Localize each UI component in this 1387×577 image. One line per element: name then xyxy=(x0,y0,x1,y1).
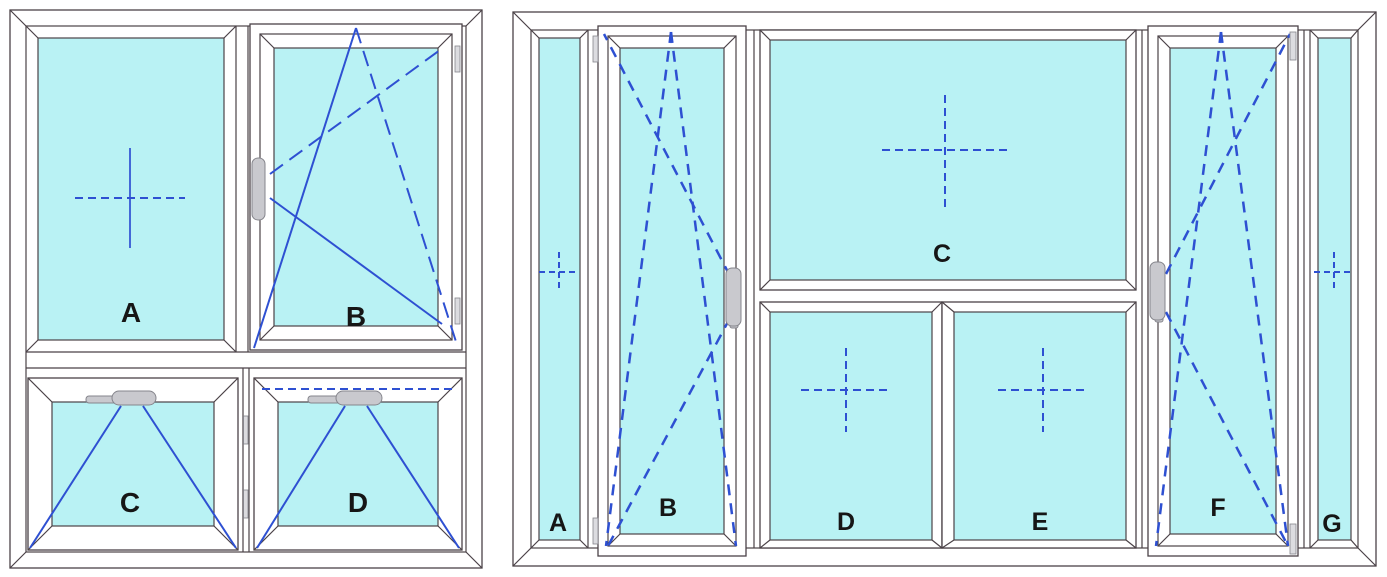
hinge-icon xyxy=(243,415,249,445)
awning-opening-lines-icon xyxy=(29,405,237,549)
hinge-icon xyxy=(243,489,249,519)
window-handle-icon xyxy=(85,390,157,406)
glass-pane xyxy=(769,311,933,541)
pane-label: C xyxy=(120,487,140,518)
window-handle-icon xyxy=(251,157,266,221)
pane-f-tilt-turn: F xyxy=(1147,25,1299,557)
left-window-diagram: A B xyxy=(9,9,483,569)
glass-pane xyxy=(277,401,439,527)
fixed-cross-icon xyxy=(75,148,185,248)
tilt-turn-lines-icon xyxy=(1154,31,1292,547)
pane-label: A xyxy=(121,297,141,328)
glass-pane xyxy=(953,311,1127,541)
glass-pane xyxy=(1317,37,1352,541)
glass-pane xyxy=(37,37,225,341)
pane-b-tilt-turn: B xyxy=(249,23,463,351)
pane-label: B xyxy=(659,494,677,522)
pane-label: D xyxy=(348,487,368,518)
awning-opening-lines-icon xyxy=(256,405,460,549)
fixed-cross-icon xyxy=(801,348,891,432)
pane-label: G xyxy=(1322,510,1341,538)
fixed-cross-icon xyxy=(998,348,1088,432)
pane-a-fixed: A xyxy=(25,25,237,353)
pane-label: A xyxy=(549,509,567,537)
fixed-cross-icon xyxy=(882,95,1010,208)
tilt-turn-lines-icon xyxy=(602,31,738,547)
glass-pane xyxy=(1169,47,1277,535)
hinge-icon xyxy=(454,297,461,325)
pane-label: F xyxy=(1210,494,1225,522)
window-handle-icon xyxy=(1149,261,1166,323)
hinge-icon xyxy=(592,517,599,545)
fixed-cross-icon xyxy=(539,252,579,292)
pane-label: D xyxy=(837,508,855,536)
tilt-turn-lines-icon xyxy=(253,27,459,349)
right-window-diagram: A B xyxy=(512,11,1377,567)
glass-pane xyxy=(769,39,1127,281)
pane-label: B xyxy=(346,301,366,332)
pane-d-fixed: D xyxy=(759,301,943,549)
window-handle-icon xyxy=(725,267,742,329)
pane-label: C xyxy=(933,240,951,268)
glass-pane xyxy=(538,37,581,541)
window-handle-icon xyxy=(307,390,383,406)
hinge-icon xyxy=(454,45,461,73)
pane-c-top-hung: C xyxy=(27,377,239,551)
glass-pane xyxy=(619,47,725,535)
pane-d-top-hung: D xyxy=(243,377,463,551)
fixed-cross-icon xyxy=(1314,252,1354,292)
hinge-icon xyxy=(592,35,599,63)
hinge-icon xyxy=(1289,31,1297,61)
pane-c-fixed: C xyxy=(759,29,1137,291)
hinge-icon xyxy=(1289,523,1297,555)
pane-b-tilt-turn: B xyxy=(592,25,747,557)
pane-a-fixed: A xyxy=(530,29,589,549)
pane-e-fixed: E xyxy=(941,301,1137,549)
pane-g-fixed: G xyxy=(1309,29,1359,549)
glass-pane xyxy=(273,47,439,327)
pane-label: E xyxy=(1032,508,1049,536)
glass-pane xyxy=(51,401,215,527)
